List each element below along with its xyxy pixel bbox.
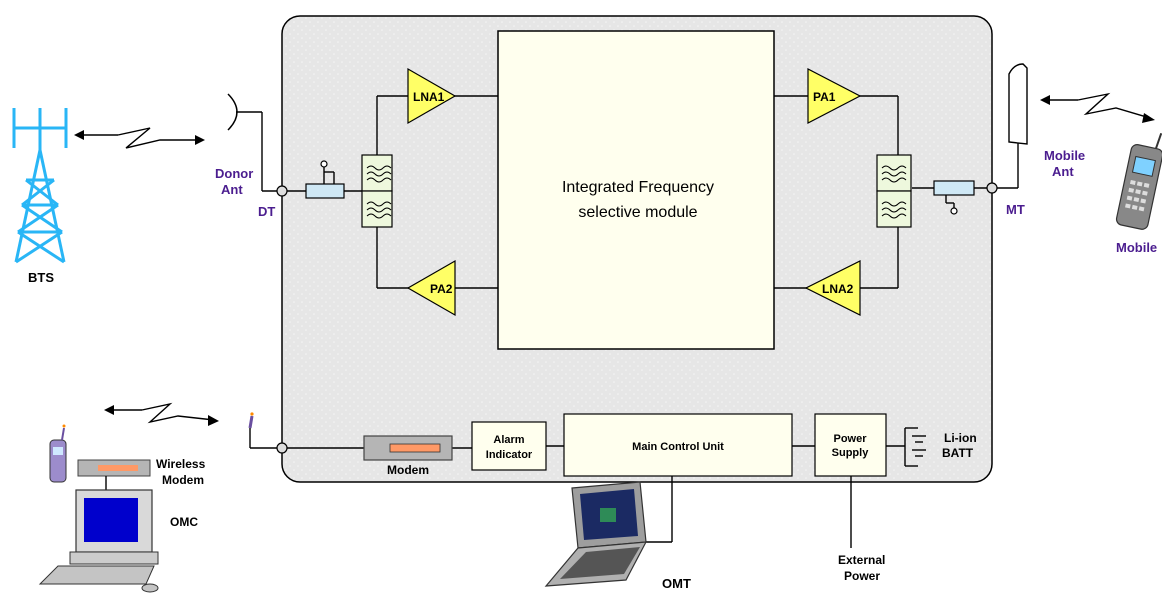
dt-port xyxy=(276,185,288,197)
mobile-phone-icon xyxy=(1115,132,1162,230)
lna2-amplifier: LNA2 xyxy=(804,260,861,316)
mobile-label: Mobile xyxy=(1116,240,1157,255)
mobile-ant-label-line1: Mobile xyxy=(1044,148,1085,163)
omc-computer-icon xyxy=(38,489,159,593)
lna1-label: LNA1 xyxy=(413,90,445,104)
mobile-duplexer xyxy=(876,154,912,228)
mobile-wireless-link-icon xyxy=(1040,92,1155,123)
alarm-indicator-box xyxy=(471,421,547,471)
wireless-modem-label-line2: Modem xyxy=(162,473,204,487)
power-supply-box xyxy=(814,413,887,477)
modem-port xyxy=(276,442,288,454)
donor-antenna-icon xyxy=(227,93,263,191)
integrated-frequency-module: Integrated Frequency selective module xyxy=(497,30,775,350)
ifsm-label-line1: Integrated Frequency xyxy=(562,179,714,196)
mt-port xyxy=(986,182,998,194)
omc-label: OMC xyxy=(170,515,198,529)
donor-duplexer xyxy=(361,154,393,228)
mcu-label: Main Control Unit xyxy=(632,441,724,453)
modem-device xyxy=(363,435,453,461)
donor-coupler xyxy=(305,160,345,199)
omt-label: OMT xyxy=(662,576,691,591)
wireless-modem-phone-icon xyxy=(49,424,67,483)
battery-label-line2: BATT xyxy=(942,446,974,460)
battery-icon xyxy=(904,427,926,467)
main-control-unit-box xyxy=(563,413,793,477)
donor-ant-label-line1: Donor xyxy=(215,166,253,181)
lna2-label: LNA2 xyxy=(822,282,854,296)
pa1-amplifier: PA1 xyxy=(807,68,862,124)
control-wiring xyxy=(249,428,905,548)
pa1-label: PA1 xyxy=(813,90,836,104)
external-power-label-line2: Power xyxy=(844,569,880,583)
lna1-amplifier: LNA1 xyxy=(407,67,457,125)
wireless-modem-device xyxy=(77,459,151,490)
external-power-label-line1: External xyxy=(838,553,885,567)
wireless-modem-label-line1: Wireless xyxy=(156,457,206,471)
modem-antenna-icon xyxy=(248,412,254,429)
mt-label: MT xyxy=(1006,202,1025,217)
mobile-ant-label-line2: Ant xyxy=(1052,164,1074,179)
battery-label-line1: Li-ion xyxy=(944,431,977,445)
power-label-line1: Power xyxy=(833,433,867,445)
remote-wireless-link-icon xyxy=(104,402,219,426)
mobile-antenna-icon xyxy=(1008,63,1028,145)
donor-ant-label-line2: Ant xyxy=(221,182,243,197)
pa2-amplifier: PA2 xyxy=(406,259,456,317)
bts-tower-icon xyxy=(12,108,68,264)
omt-laptop-icon xyxy=(544,481,648,587)
dt-label: DT xyxy=(258,204,275,219)
donor-wireless-link-icon xyxy=(74,127,205,149)
power-label-line2: Supply xyxy=(832,447,870,459)
pa2-label: PA2 xyxy=(430,282,453,296)
mobile-coupler xyxy=(933,180,975,215)
modem-label: Modem xyxy=(387,463,429,477)
bts-label: BTS xyxy=(28,270,54,285)
alarm-label-line2: Indicator xyxy=(486,449,533,461)
alarm-label-line1: Alarm xyxy=(493,434,524,446)
ifsm-label-line2: selective module xyxy=(578,204,697,221)
